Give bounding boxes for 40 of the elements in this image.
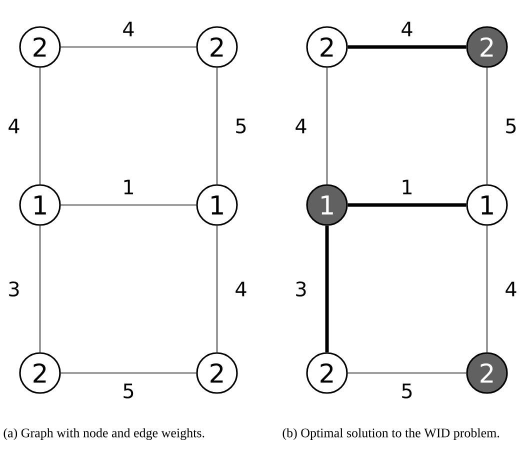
edge-weight: 5: [234, 118, 248, 134]
weighted-node: 1: [19, 184, 61, 226]
edge: [347, 372, 467, 374]
weighted-node: 2: [466, 26, 508, 68]
weighted-node: 1: [466, 184, 508, 226]
edge-weight: 5: [504, 118, 518, 134]
edge-weight: 4: [234, 280, 248, 298]
edge-weight: 3: [6, 280, 22, 298]
edge: [216, 67, 218, 185]
edge-weight: 1: [400, 178, 414, 196]
edge: [60, 372, 197, 374]
weighted-node: 2: [19, 352, 61, 394]
weighted-node: 2: [306, 352, 348, 394]
edge-weight: 4: [121, 20, 136, 38]
edge-weight: 4: [294, 118, 308, 134]
edge-weight: 4: [6, 118, 22, 134]
edge: [348, 203, 466, 207]
edge: [325, 226, 329, 352]
weighted-node: 2: [196, 352, 238, 394]
weighted-node: 2: [306, 26, 348, 68]
edge-weight: 5: [400, 382, 414, 400]
edge-weight: 5: [121, 382, 136, 400]
edge: [348, 45, 466, 49]
weighted-node: 2: [466, 352, 508, 394]
edge: [60, 46, 197, 48]
edge-weight: 1: [121, 178, 136, 196]
weighted-node: 2: [196, 26, 238, 68]
weighted-node: 2: [19, 26, 61, 68]
weighted-node: 1: [306, 184, 348, 226]
edge: [486, 67, 488, 185]
edge-weight: 3: [294, 280, 308, 298]
edge: [486, 225, 488, 353]
weighted-node: 1: [196, 184, 238, 226]
edge: [216, 225, 218, 353]
edge-weight: 4: [504, 280, 518, 298]
edge-weight: 4: [400, 20, 414, 38]
caption: (a) Graph with node and edge weights.: [4, 428, 204, 440]
edge: [326, 67, 328, 185]
caption: (b) Optimal solution to the WID problem.: [282, 428, 500, 440]
edge: [60, 204, 197, 206]
